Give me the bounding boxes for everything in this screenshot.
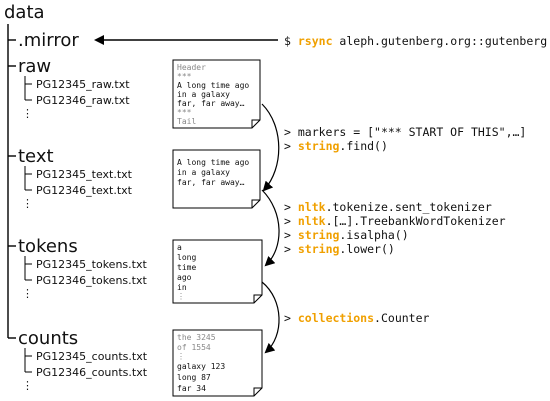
curve-arrow-raw-to-text [261, 103, 280, 192]
doc-line: A long time ago [177, 81, 249, 90]
file-label: PG12345_counts.txt [36, 350, 148, 363]
doc-line: time [177, 263, 196, 272]
command-line: > nltk.tokenize.sent_tokenizer [284, 200, 492, 214]
doc-shape [172, 149, 261, 209]
doc-line: galaxy 123 [177, 362, 225, 371]
doc-line: ⋮ [177, 292, 185, 301]
doc-preview-tokens: a long time ago in ⋮ [172, 239, 263, 304]
doc-line: Header [177, 63, 206, 72]
doc-line: *** [177, 108, 192, 117]
folder-label-raw: raw [18, 56, 51, 77]
file-label: PG12346_raw.txt [36, 94, 130, 107]
file-label: PG12346_tokens.txt [36, 274, 147, 287]
doc-line: ⋮ [177, 352, 185, 361]
doc-dogear [251, 199, 260, 208]
command-line: > string.lower() [284, 242, 395, 256]
folder-label-counts: counts [18, 328, 78, 349]
root-label: data [4, 2, 45, 23]
commands-raw-to-text: > markers = ["*** START OF THIS",…] > st… [284, 125, 526, 153]
file-ellipsis: ⋮ [22, 379, 33, 392]
doc-dogear [251, 119, 260, 128]
file-ellipsis: ⋮ [22, 197, 33, 210]
doc-preview-counts: the 3245 of 1554 ⋮ galaxy 123 long 87 fa… [172, 329, 263, 397]
commands-tokens-to-counts: > collections.Counter [284, 311, 430, 325]
file-label: PG12346_text.txt [36, 184, 133, 197]
doc-line: in a galaxy [177, 168, 230, 177]
doc-line: long [177, 253, 196, 262]
doc-shape [172, 329, 263, 397]
commands-text-to-tokens: > nltk.tokenize.sent_tokenizer > nltk.[…… [284, 200, 506, 256]
file-label: PG12345_raw.txt [36, 78, 130, 91]
command-line: > markers = ["*** START OF THIS",…] [284, 125, 526, 139]
command-line: > collections.Counter [284, 311, 430, 325]
doc-line: the 3245 [177, 333, 216, 342]
curve-arrow-tokens-to-counts [261, 281, 280, 354]
doc-line: long 87 [177, 373, 211, 382]
doc-preview-text: A long time ago in a galaxy far, far awa… [172, 149, 261, 209]
doc-shape [172, 239, 263, 304]
file-label: PG12346_counts.txt [36, 366, 148, 379]
doc-line: far, far away… [177, 178, 245, 187]
file-label: PG12345_tokens.txt [36, 258, 147, 271]
file-label: PG12345_text.txt [36, 168, 133, 181]
folder-label-mirror: .mirror [18, 30, 79, 51]
doc-line: in [177, 283, 187, 292]
doc-line: a [177, 243, 182, 252]
doc-line: far 34 [177, 384, 206, 393]
doc-shape [172, 59, 261, 129]
doc-line: ago [177, 273, 192, 282]
doc-line: in a galaxy [177, 90, 230, 99]
command-line: > nltk.[…].TreebankWordTokenizer [284, 214, 506, 228]
command-rsync: $ rsync aleph.gutenberg.org::gutenberg [284, 34, 547, 48]
folder-label-text: text [18, 146, 54, 167]
doc-line: far, far away… [177, 99, 245, 108]
file-ellipsis: ⋮ [22, 287, 33, 300]
file-ellipsis: ⋮ [22, 107, 33, 120]
doc-line: of 1554 [177, 343, 211, 352]
command-line: > string.isalpha() [284, 228, 409, 242]
doc-dogear [253, 294, 262, 303]
folder-label-tokens: tokens [18, 236, 78, 257]
curve-arrow-text-to-tokens [261, 189, 280, 267]
doc-preview-raw: Header *** A long time ago in a galaxy f… [172, 59, 261, 129]
doc-line: A long time ago [177, 158, 249, 167]
doc-dogear [253, 387, 262, 396]
doc-line: Tail [177, 117, 196, 126]
command-line: > string.find() [284, 139, 388, 153]
doc-line: *** [177, 72, 192, 81]
